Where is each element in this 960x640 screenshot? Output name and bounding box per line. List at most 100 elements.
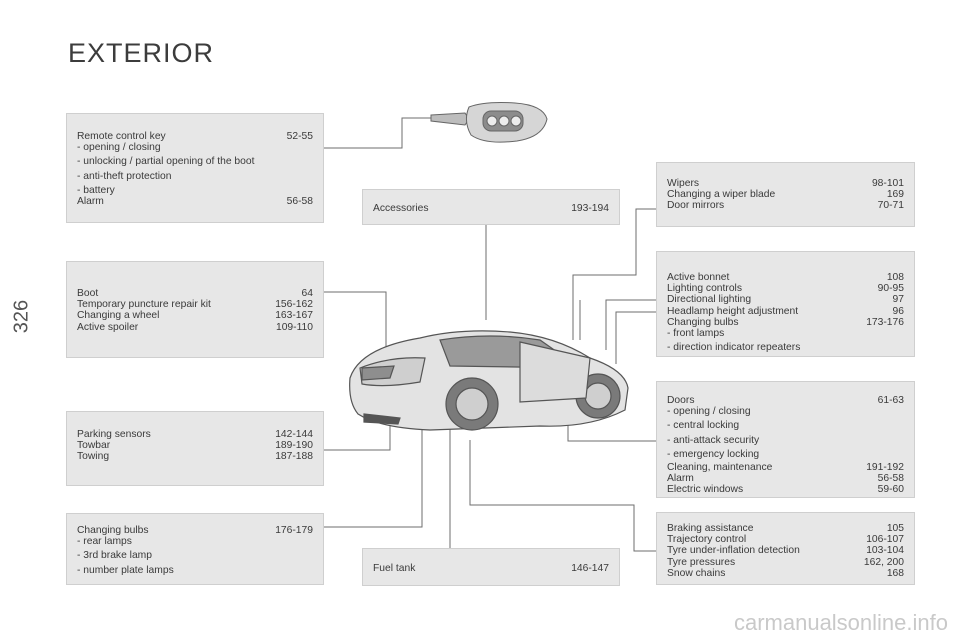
index-label: Tyre pressures: [667, 556, 736, 568]
index-row: Alarm 56-58: [667, 473, 904, 484]
index-label: Boot: [77, 288, 99, 299]
index-label: Alarm: [77, 196, 104, 208]
index-row: Temporary puncture repair kit 156-162: [77, 299, 313, 310]
index-label: Headlamp height adjustment: [667, 305, 799, 317]
index-label: Lighting controls: [667, 283, 742, 295]
page-ref: 61-63: [877, 395, 904, 406]
sub-item: anti-attack security: [667, 435, 904, 446]
index-label: Alarm: [667, 473, 694, 485]
boot-box: Boot 64 Temporary puncture repair kit 156-…: [66, 261, 324, 358]
page-ref: 191-192: [866, 462, 904, 474]
page-ref: 173-176: [866, 316, 904, 328]
index-label: Doors: [667, 395, 695, 406]
index-row: Remote control key 52-55: [77, 131, 313, 142]
index-row: Doors 61-63: [667, 395, 904, 406]
index-label: Snow chains: [667, 567, 726, 579]
page-ref: 96: [892, 305, 904, 317]
index-row: Alarm 56-58: [77, 196, 313, 207]
index-row: Electric windows 59-60: [667, 484, 904, 495]
index-label: Wipers: [667, 178, 700, 189]
page-ref: 70-71: [877, 200, 904, 212]
index-row: Active spoiler 109-110: [77, 322, 313, 333]
page-ref: 146-147: [571, 563, 609, 574]
page-ref: 105: [886, 523, 904, 534]
index-label: Electric windows: [667, 484, 744, 496]
index-label: Active bonnet: [667, 272, 730, 283]
index-row: Changing a wiper blade 169: [667, 189, 904, 200]
page-ref: 56-58: [286, 196, 313, 208]
remote-key-illustration: [430, 102, 548, 143]
sub-item: unlocking / partial opening of the boot: [77, 156, 313, 167]
index-label: Towing: [77, 451, 110, 463]
index-label: Active spoiler: [77, 321, 139, 333]
page-title: EXTERIOR: [68, 38, 215, 68]
changing-bulbs-rear-box: Changing bulbs 176-179 rear lamps 3rd bra…: [66, 513, 324, 585]
index-label: Trajectory control: [667, 534, 747, 546]
index-row: Active bonnet 108: [667, 272, 904, 283]
sub-item: rear lamps: [77, 536, 313, 547]
index-row: Changing bulbs 176-179: [77, 525, 313, 536]
index-row: Changing a wheel 163-167: [77, 310, 313, 321]
index-row: Tyre under-inflation detection 103-104: [667, 545, 904, 556]
page-ref: 59-60: [877, 484, 904, 496]
index-row: Boot 64: [77, 288, 313, 299]
index-row: Towing 187-188: [77, 451, 313, 462]
index-row: Headlamp height adjustment 96: [667, 306, 904, 317]
index-label: Cleaning, maintenance: [667, 462, 773, 474]
page-ref: 169: [886, 189, 904, 201]
sub-item: direction indicator repeaters: [667, 342, 904, 353]
remote-control-key-box: Remote control key 52-55 opening / closi…: [66, 113, 324, 223]
index-label: Changing a wiper blade: [667, 189, 776, 201]
page-ref: 103-104: [866, 545, 904, 557]
sub-item: anti-theft protection: [77, 171, 313, 182]
watermark: carmanualsonline.info: [733, 610, 948, 635]
sub-item: central locking: [667, 420, 904, 431]
page-ref: 176-179: [275, 525, 313, 536]
page-ref: 156-162: [275, 299, 313, 311]
page-ref: 162, 200: [863, 556, 904, 568]
car-illustration: [349, 330, 629, 431]
index-row: Snow chains 168: [667, 568, 904, 579]
page-ref: 163-167: [275, 310, 313, 322]
index-row: Wipers 98-101: [667, 178, 904, 189]
sub-item: front lamps: [667, 328, 904, 339]
sub-item: opening / closing: [77, 142, 313, 153]
index-label: Braking assistance: [667, 523, 754, 534]
page-ref: 109-110: [275, 321, 313, 333]
page-ref: 98-101: [871, 178, 904, 189]
page-ref: 56-58: [877, 473, 904, 485]
index-row: Braking assistance 105: [667, 523, 904, 534]
index-label: Changing a wheel: [77, 310, 160, 322]
page-ref: 187-188: [275, 451, 313, 463]
index-label: Changing bulbs: [667, 316, 739, 328]
page-ref: 52-55: [286, 131, 313, 142]
index-row: Changing bulbs 173-176: [667, 317, 904, 328]
page-ref: 108: [886, 272, 904, 283]
sub-item: battery: [77, 185, 313, 196]
sub-item: 3rd brake lamp: [77, 550, 313, 561]
page-ref: 168: [886, 567, 904, 579]
index-row: Trajectory control 106-107: [667, 534, 904, 545]
page-ref: 64: [301, 288, 313, 299]
index-label: Changing bulbs: [77, 525, 149, 536]
index-label: Accessories: [373, 203, 429, 214]
index-label: Temporary puncture repair kit: [77, 299, 211, 311]
index-row: Cleaning, maintenance 191-192: [667, 462, 904, 473]
braking-assistance-box: Braking assistance 105 Trajectory control…: [656, 512, 915, 585]
page-ref: 97: [892, 294, 904, 306]
sub-item: number plate lamps: [77, 565, 313, 576]
page-ref: 106-107: [866, 534, 904, 546]
index-label: Tyre under-inflation detection: [667, 545, 800, 557]
